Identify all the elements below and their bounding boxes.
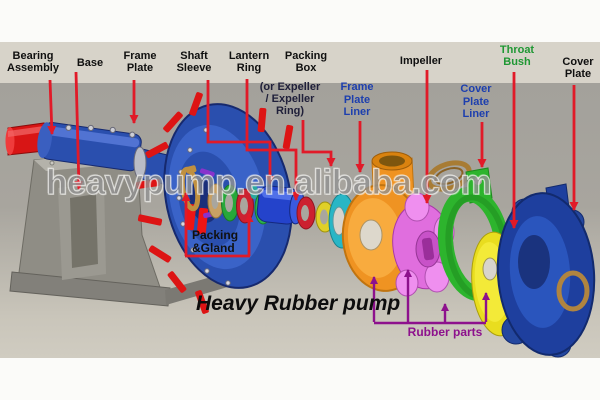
packing-bit-teal (250, 185, 258, 199)
label-cover-plate: Cover Plate (562, 56, 594, 80)
label-packing-box: Packing Box (284, 50, 328, 74)
leader-bearing-assembly (47, 79, 57, 135)
label-base: Base (76, 57, 104, 69)
cover-plate-part (496, 183, 596, 358)
label-cover-plate-liner: Cover Plate Liner (460, 83, 492, 120)
label-shaft-sleeve: Shaft Sleeve (176, 50, 212, 74)
leader-packing-box (301, 120, 336, 167)
label-impeller: Impeller (399, 55, 443, 67)
watermark-text: heavypump.en.alibaba.com (45, 162, 492, 202)
base-pedestal (9, 151, 238, 307)
lantern-ring-part (296, 196, 316, 230)
label-frame-plate: Frame Plate (123, 50, 157, 74)
leader-shaft-sleeve (206, 80, 275, 185)
leader-lantern-ring (245, 79, 301, 201)
leader-lines (47, 70, 579, 258)
label-lantern-ring: Lantern Ring (228, 50, 270, 74)
bearing-assembly-part (37, 122, 181, 189)
label-rubber-parts: Rubber parts (407, 325, 483, 339)
rubber-parts-bracket (370, 269, 490, 325)
stud-bolts (135, 92, 294, 314)
label-packing-gland: Packing &Gland (192, 228, 239, 255)
label-frame-plate-liner: Frame Plate Liner (340, 81, 374, 118)
label-expeller-note: (or Expeller / Expeller Ring) (259, 81, 321, 117)
leader-base (74, 71, 84, 190)
diagram-caption: Heavy Rubber pump (196, 292, 401, 315)
label-band (0, 42, 600, 83)
packing-ring-tan (207, 183, 225, 219)
label-bearing-assembly: Bearing Assembly (7, 50, 59, 74)
gland-part (179, 165, 201, 212)
gasket-ring-part (426, 160, 472, 192)
label-throat-bush: Throat Bush (499, 44, 535, 68)
